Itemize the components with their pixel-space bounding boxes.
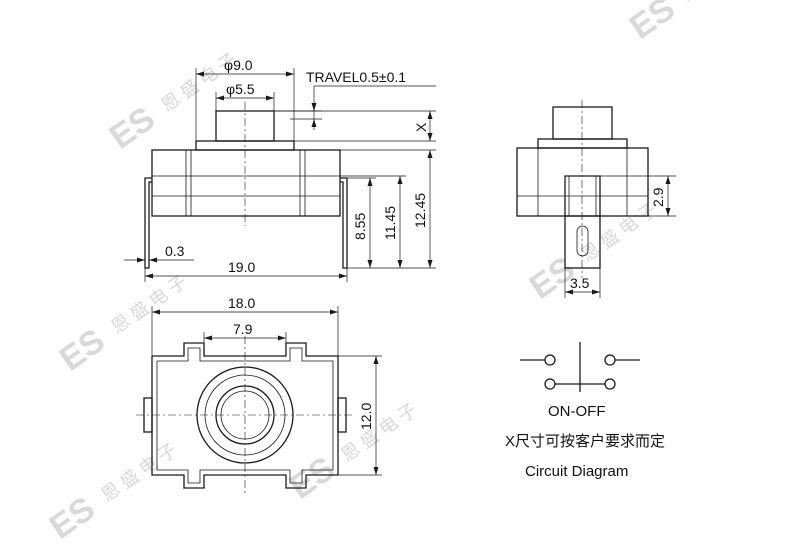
- left-terminal: [144, 177, 152, 269]
- top-view: 18.0 7.9 12.0: [136, 295, 382, 496]
- arrow: [137, 257, 145, 263]
- contact-terminal: [604, 354, 616, 366]
- arrow: [286, 71, 294, 77]
- arrow: [216, 95, 224, 101]
- dim-label-19: 19.0: [228, 259, 255, 275]
- arrow: [427, 150, 433, 158]
- body-outline: [151, 149, 341, 217]
- front-view: φ9.0 φ5.5 TRAVEL0.5±0.1 X 12.45: [124, 57, 436, 282]
- arrow: [592, 289, 600, 295]
- side-collar: [537, 138, 628, 149]
- dim-label-0-3: 0.3: [165, 243, 185, 259]
- arrow: [665, 208, 671, 216]
- arrow: [665, 176, 671, 184]
- arrow: [311, 103, 317, 111]
- circuit-mode-label: ON-OFF: [548, 403, 606, 420]
- dim-label-phi5-5: φ5.5: [226, 81, 255, 97]
- arrow: [427, 133, 433, 141]
- dim-label-2-9: 2.9: [650, 187, 666, 207]
- side-terminal-hole: [576, 225, 589, 257]
- watermark-logo: ES: [103, 99, 162, 156]
- arrow: [330, 309, 338, 315]
- dim-label-8-55: 8.55: [352, 213, 368, 240]
- arrow: [149, 257, 157, 263]
- watermark-mid: ES 恩 盛 电 子: [523, 199, 661, 306]
- arrow: [152, 309, 160, 315]
- circuit-caption: Circuit Diagram: [525, 463, 628, 480]
- right-terminal: [340, 177, 348, 269]
- arrow: [397, 260, 403, 268]
- arrow: [145, 273, 153, 279]
- dim-label-11-45: 11.45: [382, 206, 398, 240]
- side-plunger: [552, 106, 613, 140]
- watermark-text: 恩 盛 电 子: [98, 439, 181, 505]
- circuit-diagram: ON-OFF X尺寸可按客户要求而定 Circuit Diagram: [505, 342, 665, 480]
- dim-label-12: 12.0: [358, 403, 374, 430]
- watermark-text: 恩 盛 电 子: [678, 0, 761, 6]
- top-inner-frame: [156, 347, 334, 484]
- watermark-logo: ES: [53, 321, 112, 378]
- arrow: [565, 289, 573, 295]
- watermark-logo: ES: [43, 489, 102, 546]
- dim-label-7-9: 7.9: [233, 321, 253, 337]
- arrow: [367, 260, 373, 268]
- contact-terminal: [604, 378, 616, 390]
- watermark-top-right: ES 恩 盛 电 子: [623, 0, 761, 47]
- contact-terminal: [544, 378, 556, 390]
- arrow: [373, 467, 379, 475]
- arrow: [427, 111, 433, 119]
- arrow: [397, 176, 403, 184]
- circuit-note: X尺寸可按客户要求而定: [505, 433, 665, 450]
- watermark-bottom-left: ES 恩 盛 电 子: [43, 439, 181, 546]
- arrow: [278, 335, 286, 341]
- arrow: [204, 335, 212, 341]
- arrow: [427, 260, 433, 268]
- arrow: [266, 95, 274, 101]
- dim-label-phi9: φ9.0: [224, 57, 253, 73]
- side-view: 2.9 3.5: [516, 100, 676, 298]
- arrow: [367, 178, 373, 186]
- watermark-center: ES 恩 盛 电 子: [283, 399, 421, 506]
- watermark-text: 恩 盛 电 子: [108, 271, 191, 337]
- dim-label-x: X: [413, 122, 429, 132]
- travel-label: TRAVEL0.5±0.1: [306, 69, 406, 85]
- side-body: [516, 147, 649, 217]
- contact-terminal: [544, 354, 556, 366]
- watermark-text: 恩 盛 电 子: [338, 399, 421, 465]
- side-slot: [564, 175, 601, 216]
- dim-label-12-45: 12.45: [412, 193, 428, 228]
- dim-label-18: 18.0: [228, 295, 255, 311]
- dim-label-3-5: 3.5: [570, 275, 590, 291]
- arrow: [196, 71, 204, 77]
- arrow: [311, 119, 317, 127]
- arrow: [373, 356, 379, 364]
- watermark-logo: ES: [623, 0, 682, 47]
- arrow: [339, 273, 347, 279]
- side-terminal: [564, 215, 601, 269]
